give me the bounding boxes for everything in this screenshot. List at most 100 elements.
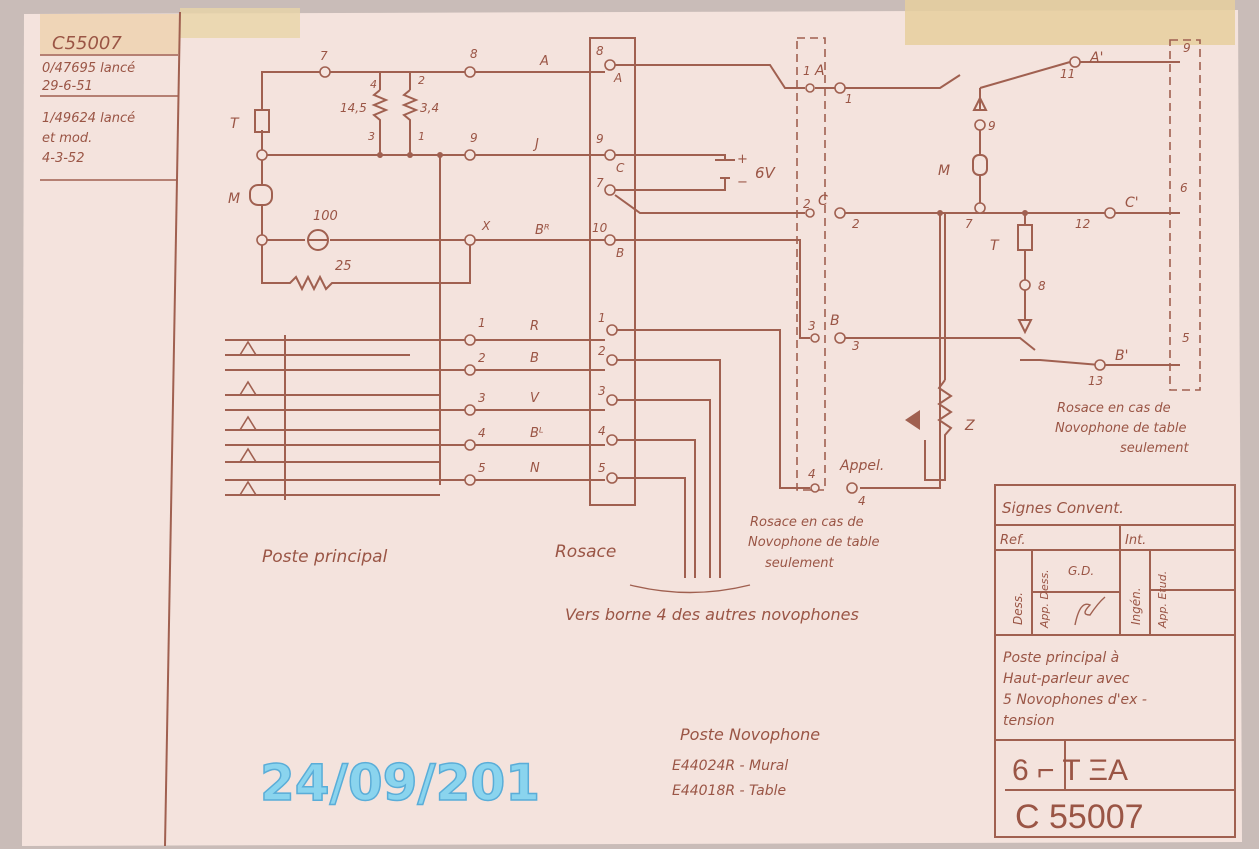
note-center-line: Novophone de table (748, 535, 879, 550)
title-line: tension (1003, 713, 1055, 729)
microphone-M-icon (249, 184, 273, 206)
rosace-terminal-label: C (616, 161, 625, 175)
wire-label: V (530, 391, 540, 406)
remote-terminal-label: 1 (803, 64, 811, 78)
note-center-line: Rosace en cas de (750, 515, 864, 530)
speaker-triangle-icons (238, 340, 258, 496)
poste-principal-circuit: T M 100 25 14,5 3,4 7 8 9 X 4 3 2 1 1 2 … (225, 47, 491, 567)
rosace-terminal-label: B (616, 246, 624, 260)
battery-plus: + (737, 152, 748, 167)
remote-terminal-label: 2 (803, 197, 811, 211)
terminal-label: 2 (418, 74, 425, 87)
terminal-label: 1 (478, 316, 486, 330)
remote-terminal-label: 2 (852, 217, 860, 231)
vers-borne-label: Vers borne 4 des autres novophones (565, 605, 859, 624)
margin-line (164, 11, 181, 847)
wire-label: R (530, 319, 539, 334)
remote-terminal-label: C (818, 193, 828, 209)
title-line: Haut-parleur avec (1003, 671, 1130, 687)
rosace-terminal-label: 5 (598, 461, 606, 475)
rosace-terminal-label: 8 (596, 44, 604, 58)
app-dess-label: App. Dess. (1038, 569, 1051, 629)
tape (905, 0, 1235, 45)
revision-0-line2: 29-6-51 (42, 79, 93, 94)
remote-terminal-label: 3 (852, 339, 860, 353)
revision-1-line1: 1/49624 lancé (42, 111, 135, 126)
remote-terminal-label: C' (1125, 195, 1139, 211)
remote-terminal-label: 4 (808, 467, 816, 481)
rosace-terminal-label: 7 (596, 176, 604, 190)
ingen-label: Ingén. (1129, 587, 1143, 625)
revision-1-line2: et mod. (42, 131, 92, 146)
terminal-label: 9 (470, 131, 478, 145)
wire-label: J (532, 137, 539, 152)
wire-label: B (530, 351, 539, 366)
wire-label: Bᴸ (530, 426, 544, 441)
speaker-triangle-icon (1017, 319, 1033, 335)
terminal-label: 5 (478, 461, 486, 475)
label-T: T (230, 116, 240, 132)
brace (629, 584, 751, 594)
rosace-terminal-label: 2 (598, 344, 606, 358)
note-right-line: seulement (1120, 441, 1190, 456)
battery-minus: − (737, 175, 748, 190)
poste-novophone-title: Poste Novophone (680, 725, 820, 744)
revision-0-line1: 0/47695 lancé (42, 61, 135, 76)
remote-terminal-label: Appel. (839, 458, 884, 474)
ref-label: Ref. (1000, 533, 1026, 548)
note-right-line: Novophone de table (1055, 421, 1186, 436)
remote-terminal-label: A (814, 63, 825, 79)
dess-label: Dess. (1011, 592, 1025, 625)
title-line: Poste principal à (1003, 650, 1119, 666)
remote-terminal-label: M (938, 163, 950, 179)
box-number: 9 (1183, 41, 1191, 55)
title-block: Signes Convent. Ref. Int. Dess. App. Des… (994, 484, 1236, 838)
terminal-label: 3 (478, 391, 486, 405)
wire-label: Bᴿ (535, 223, 550, 238)
remote-terminal-label: 1 (845, 92, 853, 106)
revision-1-line3: 4-3-52 (42, 151, 84, 166)
wires-to-rosace (475, 71, 605, 481)
remote-terminal-label: 7 (965, 217, 973, 231)
rosace-terminal-label: 9 (596, 132, 604, 146)
wire-labels: A J Bᴿ R B V Bᴸ N (530, 54, 550, 476)
terminal-label: 4 (370, 78, 377, 91)
gd-label: G.D. (1068, 564, 1094, 578)
remote-terminal-label: 9 (988, 119, 996, 133)
terminal-label: 8 (470, 47, 478, 61)
title-code: 6 ⌐ Τ ΞΑ (1012, 754, 1128, 787)
note-center-line: seulement (765, 556, 835, 571)
paper-sheet (22, 10, 1242, 846)
note-right-line: Rosace en cas de (1057, 401, 1171, 416)
int-label: Int. (1125, 533, 1146, 548)
label-resistor-14-5: 14,5 (340, 101, 367, 115)
rosace-terminal-label: 1 (598, 311, 606, 325)
app-etud-label: App. Etud. (1156, 571, 1169, 629)
tape (180, 8, 300, 38)
rosace-terminal-label: A (613, 71, 622, 85)
remote-terminal-label: Z (964, 418, 975, 434)
remote-microphone-M-icon (972, 154, 988, 176)
rosace-terminal-label: 4 (598, 424, 606, 438)
rosace-dashed-box-right (1169, 39, 1201, 391)
box-number: 5 (1182, 331, 1190, 345)
remote-terminal-label: 4 (858, 494, 866, 508)
remote-circuit (815, 61, 1110, 489)
rosace-label: Rosace (555, 542, 616, 562)
remote-terminal-label: 13 (1088, 374, 1103, 388)
remote-terminals (805, 56, 1116, 494)
remote-terminal-label: 12 (1075, 217, 1090, 231)
remote-terminal-label: T (990, 238, 1000, 254)
remote-terminal-label: 8 (1038, 279, 1046, 293)
margin-drawing-number: C55007 (52, 33, 122, 54)
terminal-label: 2 (478, 351, 486, 365)
signature (1074, 596, 1106, 626)
wire-label: A (539, 54, 549, 69)
speaker-triangle-icon (972, 95, 988, 111)
rosace-terminal-label: 3 (598, 384, 606, 398)
remote-terminal-label: A' (1089, 50, 1103, 66)
remote-terminal-label: 11 (1060, 67, 1075, 81)
label-lamp: 100 (313, 209, 338, 224)
battery-label: 6V (755, 164, 777, 182)
